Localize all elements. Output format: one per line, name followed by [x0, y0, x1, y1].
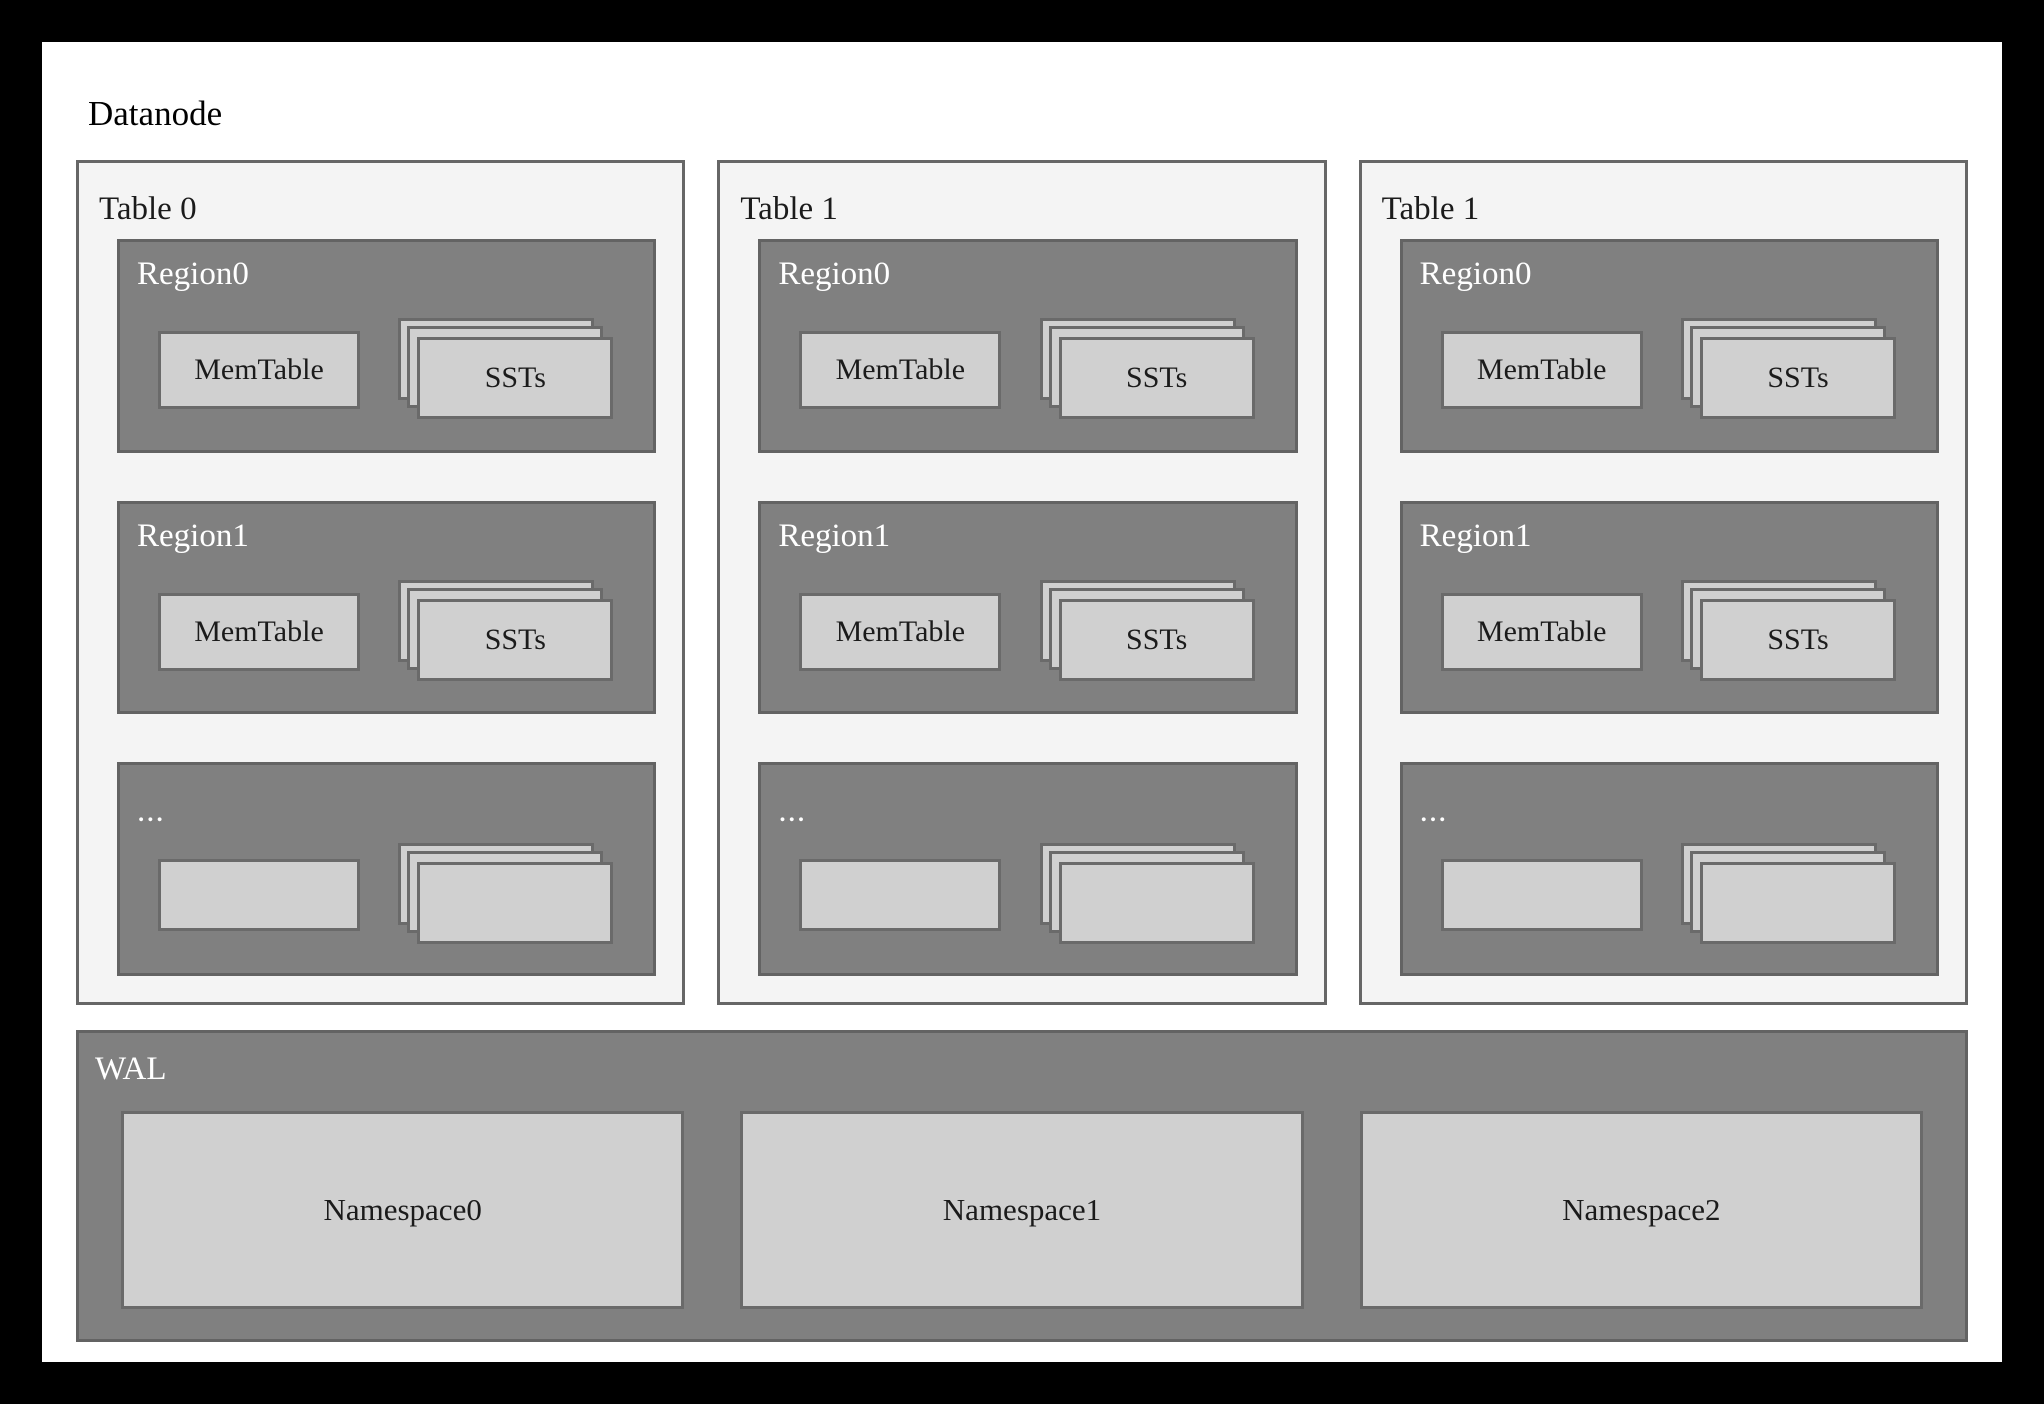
namespace-box[interactable]: Namespace0 [121, 1111, 685, 1309]
region-box-ellipsis[interactable]: ... [117, 762, 657, 977]
sst-stack[interactable]: SSTs [398, 317, 614, 422]
table-box[interactable]: Table 1 Region0 MemTable SSTs [717, 160, 1327, 1005]
region-label: Region1 [778, 517, 891, 554]
region-body [120, 837, 653, 953]
region-body: MemTable SSTs [761, 304, 1294, 436]
sst-card-front [1699, 862, 1896, 945]
table-label: Table 1 [1381, 191, 1480, 227]
table-box[interactable]: Table 1 Region0 MemTable SSTs [1358, 160, 1968, 1005]
region-body: MemTable SSTs [1403, 566, 1936, 698]
sst-card-front: SSTs [1699, 336, 1896, 419]
region-ellipsis-label: ... [1419, 793, 1448, 830]
datanode-canvas: Datanode Table 0 Region0 MemTable SSTs [42, 42, 2002, 1362]
region-box[interactable]: Region1 MemTable SSTs [758, 500, 1298, 715]
memtable-card[interactable]: MemTable [1440, 330, 1643, 409]
table-label: Table 0 [99, 191, 197, 227]
sst-card-front [1058, 862, 1255, 945]
region-box-ellipsis[interactable]: ... [1399, 762, 1939, 977]
region-label: Region1 [137, 517, 249, 554]
region-body [1403, 837, 1936, 953]
region-box-ellipsis[interactable]: ... [758, 762, 1298, 977]
region-body: MemTable SSTs [761, 566, 1294, 698]
wal-label: WAL [95, 1051, 167, 1087]
sst-stack[interactable]: SSTs [1039, 317, 1255, 422]
namespace-box[interactable]: Namespace1 [740, 1111, 1304, 1309]
sst-stack[interactable]: SSTs [1680, 317, 1896, 422]
sst-card-front: SSTs [417, 598, 614, 681]
region-label: Region0 [778, 256, 891, 292]
region-box[interactable]: Region1 MemTable SSTs [117, 500, 657, 715]
region-box[interactable]: Region0 MemTable SSTs [758, 239, 1298, 453]
region-list: Region0 MemTable SSTs Region1 M [720, 239, 1323, 1002]
sst-card-front: SSTs [1058, 336, 1255, 419]
memtable-card[interactable]: MemTable [799, 330, 1002, 409]
table-label: Table 1 [740, 191, 838, 227]
sst-stack-blank[interactable] [398, 843, 614, 947]
namespace-list: Namespace0 Namespace1 Namespace2 [79, 1111, 1965, 1309]
tables-row: Table 0 Region0 MemTable SSTs [76, 160, 1968, 1005]
sst-stack-blank[interactable] [1039, 843, 1255, 947]
sst-card-front [417, 862, 614, 945]
namespace-box[interactable]: Namespace2 [1359, 1111, 1923, 1309]
sst-stack[interactable]: SSTs [1039, 579, 1255, 684]
memtable-card[interactable]: MemTable [799, 592, 1002, 671]
sst-stack-blank[interactable] [1680, 843, 1896, 947]
memtable-card[interactable]: MemTable [1440, 592, 1643, 671]
wal-box[interactable]: WAL Namespace0 Namespace1 Namespace2 [76, 1030, 1968, 1342]
region-body: MemTable SSTs [120, 304, 653, 436]
region-ellipsis-label: ... [778, 793, 807, 830]
region-label: Region0 [1419, 256, 1532, 292]
region-box[interactable]: Region1 MemTable SSTs [1399, 500, 1939, 715]
sst-card-front: SSTs [1058, 598, 1255, 681]
sst-card-front: SSTs [417, 336, 614, 419]
region-label: Region1 [1419, 517, 1532, 554]
datanode-title: Datanode [88, 94, 223, 133]
region-body [761, 837, 1294, 953]
region-list: Region0 MemTable SSTs Region1 M [79, 239, 682, 1002]
region-body: MemTable SSTs [1403, 304, 1936, 436]
sst-stack[interactable]: SSTs [398, 579, 614, 684]
region-list: Region0 MemTable SSTs Region1 M [1362, 239, 1965, 1002]
memtable-card-blank[interactable] [1440, 859, 1643, 932]
table-box[interactable]: Table 0 Region0 MemTable SSTs [76, 160, 686, 1005]
memtable-card[interactable]: MemTable [158, 592, 360, 671]
region-label: Region0 [137, 256, 249, 292]
region-body: MemTable SSTs [120, 566, 653, 698]
sst-stack[interactable]: SSTs [1680, 579, 1896, 684]
region-box[interactable]: Region0 MemTable SSTs [117, 239, 657, 453]
sst-card-front: SSTs [1699, 598, 1896, 681]
region-ellipsis-label: ... [137, 793, 165, 830]
region-box[interactable]: Region0 MemTable SSTs [1399, 239, 1939, 453]
memtable-card-blank[interactable] [158, 859, 360, 932]
memtable-card-blank[interactable] [799, 859, 1002, 932]
memtable-card[interactable]: MemTable [158, 330, 360, 409]
